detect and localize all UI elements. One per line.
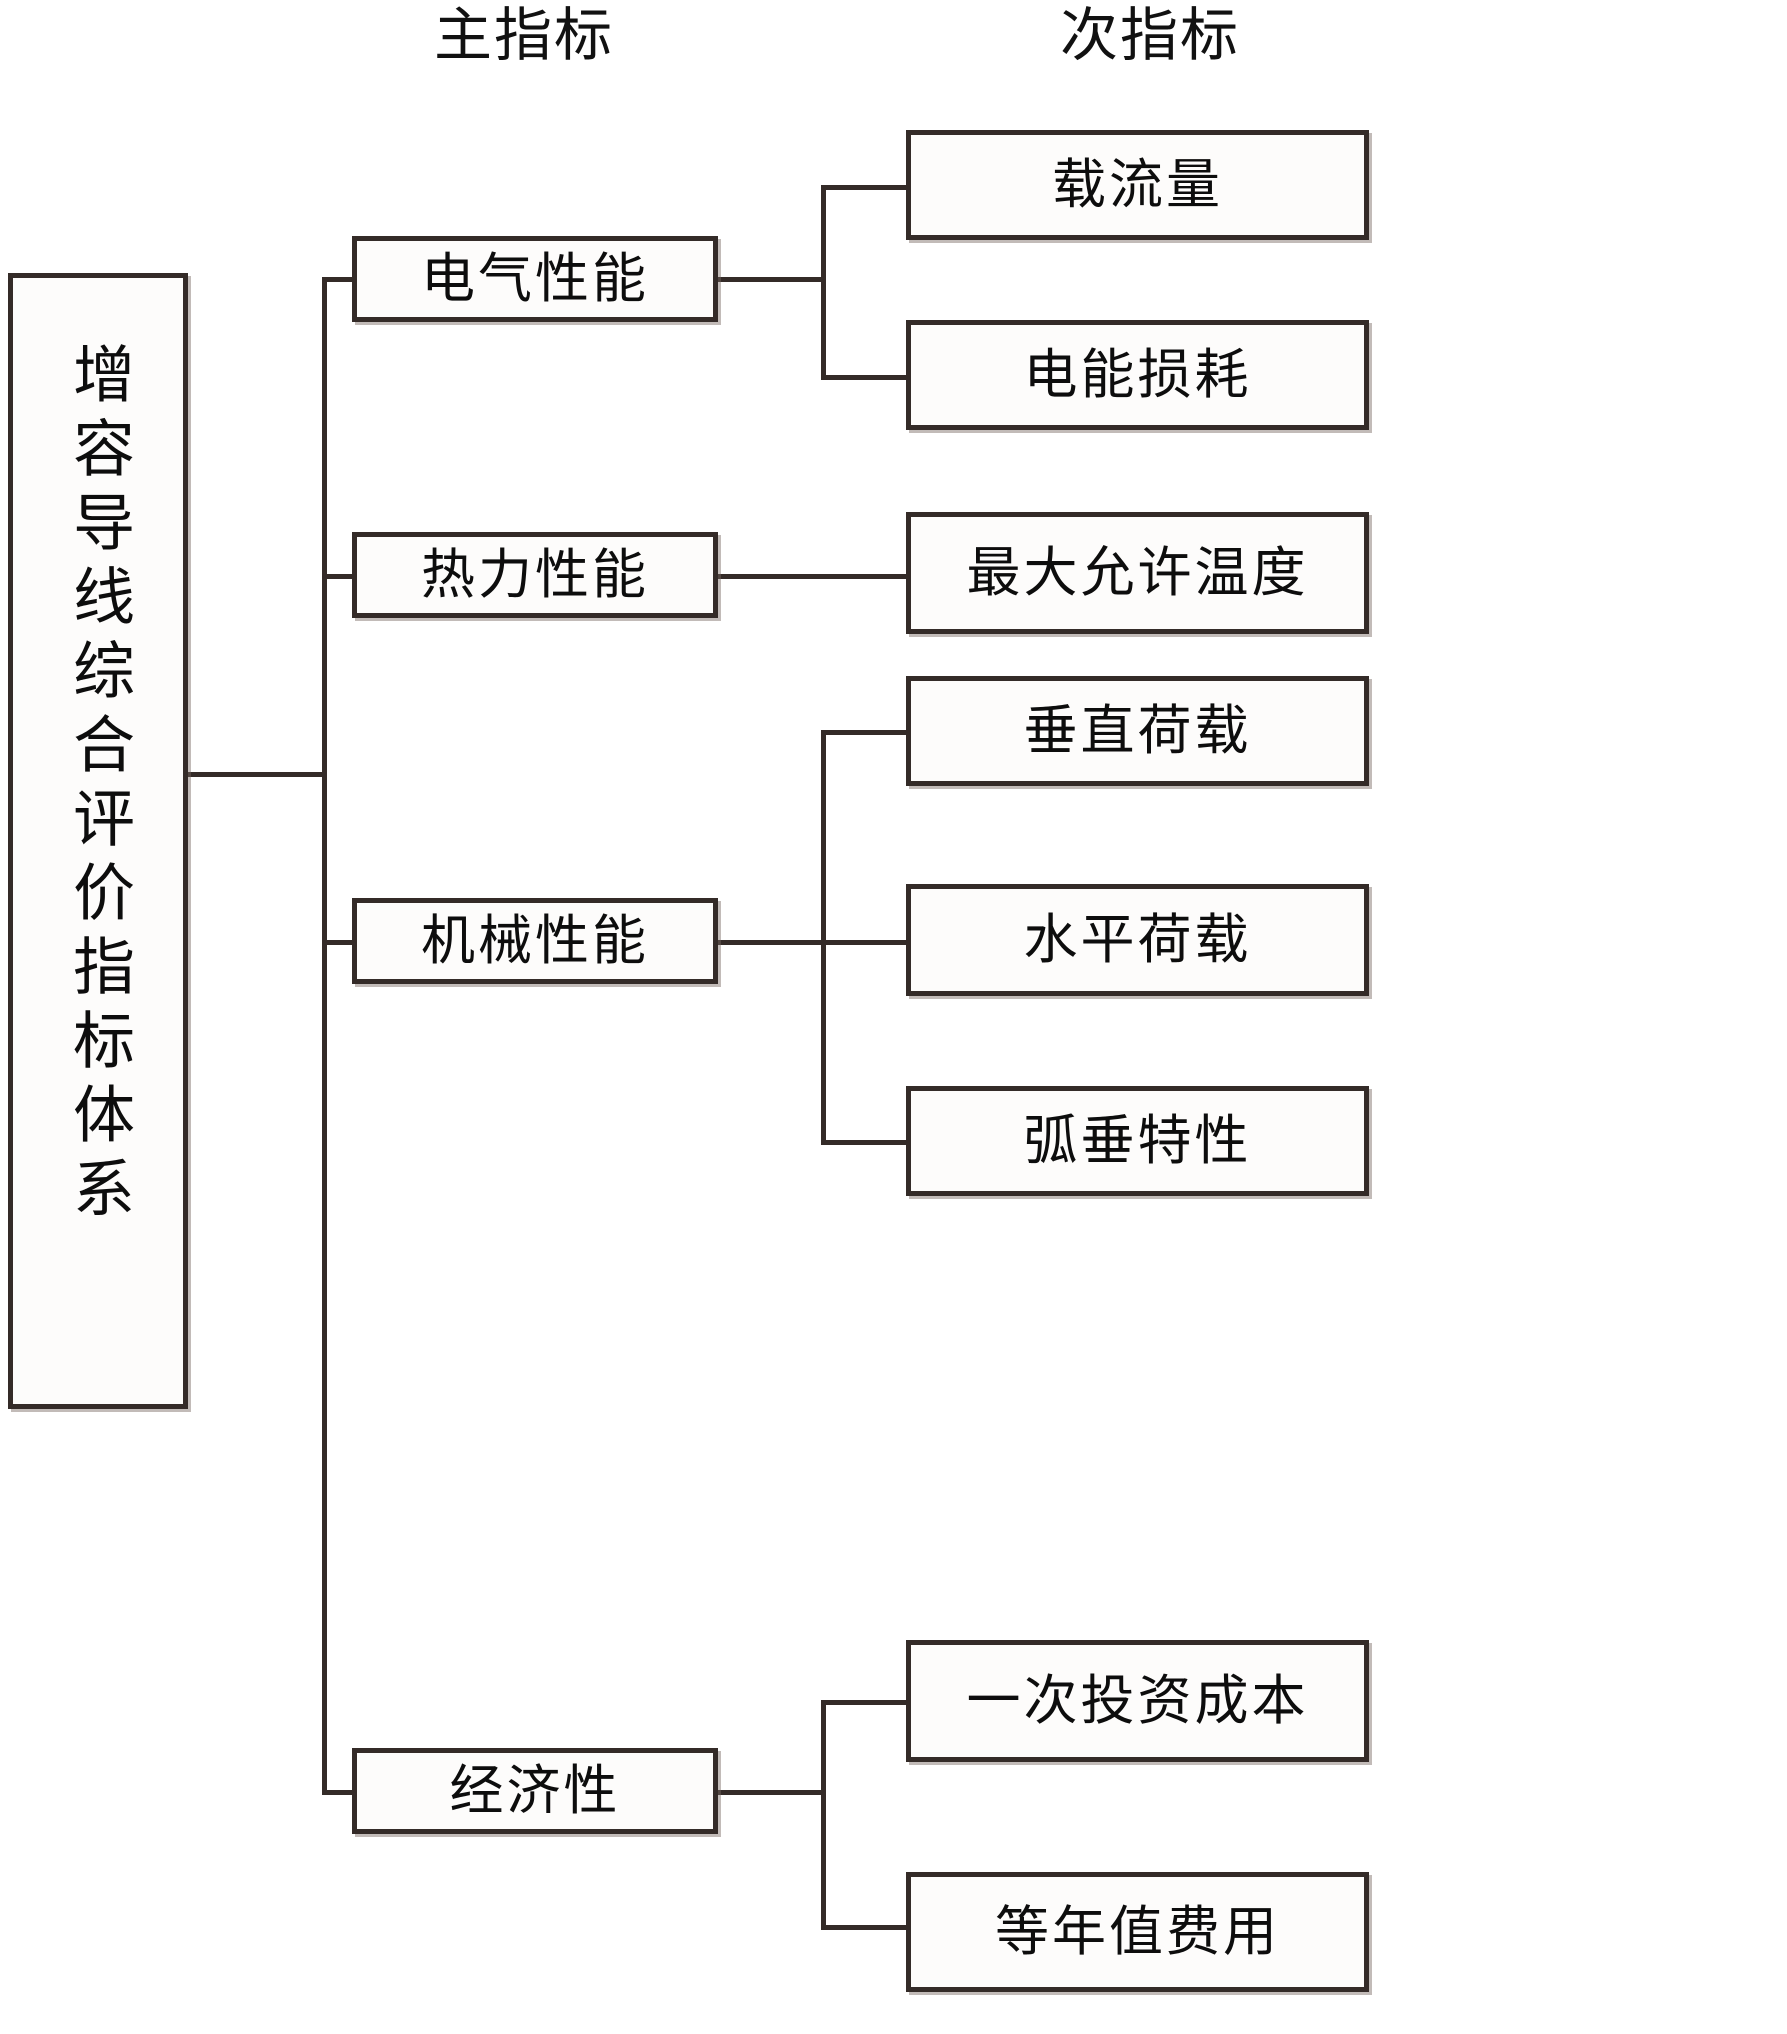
node-root-label: 增容导线综合评价指标体系 xyxy=(62,342,135,1230)
node-secondary-annualized-cost[interactable]: 等年值费用 xyxy=(906,1872,1369,1992)
node-root[interactable]: 增容导线综合评价指标体系 xyxy=(8,273,188,1409)
column-header-primary: 主指标 xyxy=(434,1,615,69)
connector-mechanical-stub xyxy=(716,940,826,945)
connector-spine-to-mechanical xyxy=(322,940,358,945)
connector-electrical-spine xyxy=(821,185,826,380)
node-secondary-sag-characteristic[interactable]: 弧垂特性 xyxy=(906,1086,1369,1196)
node-primary-electrical-label: 电气性能 xyxy=(421,247,649,311)
node-secondary-ampacity[interactable]: 载流量 xyxy=(906,130,1369,240)
connector-thermal-to-maxtemp xyxy=(716,574,916,579)
connector-economic-spine xyxy=(821,1700,826,1930)
connector-mechanical-to-sag xyxy=(821,1140,911,1145)
node-secondary-vertical-load-label: 垂直荷载 xyxy=(1023,699,1252,763)
node-secondary-power-loss-label: 电能损耗 xyxy=(1023,343,1252,407)
node-secondary-max-temperature-label: 最大允许温度 xyxy=(966,541,1309,605)
connector-economic-to-annual-cost xyxy=(821,1925,911,1930)
connector-mechanical-to-vertical-load xyxy=(821,730,911,735)
connector-mechanical-spine xyxy=(821,730,826,1145)
connector-economic-stub xyxy=(716,1790,826,1795)
node-secondary-ampacity-label: 载流量 xyxy=(1052,153,1223,217)
connector-electrical-stub xyxy=(716,277,826,282)
node-secondary-horizontal-load[interactable]: 水平荷载 xyxy=(906,884,1369,996)
node-secondary-vertical-load[interactable]: 垂直荷载 xyxy=(906,676,1369,786)
node-secondary-horizontal-load-label: 水平荷载 xyxy=(1023,908,1252,972)
connector-spine-to-thermal xyxy=(322,574,358,579)
connector-electrical-to-ampacity xyxy=(821,185,911,190)
node-secondary-max-temperature[interactable]: 最大允许温度 xyxy=(906,512,1369,634)
node-primary-thermal[interactable]: 热力性能 xyxy=(352,532,718,618)
connector-electrical-to-loss xyxy=(821,375,911,380)
node-primary-electrical[interactable]: 电气性能 xyxy=(352,236,718,322)
node-primary-thermal-label: 热力性能 xyxy=(421,543,649,607)
node-secondary-annualized-cost-label: 等年值费用 xyxy=(995,1900,1280,1964)
node-primary-economic-label: 经济性 xyxy=(449,1759,621,1823)
node-primary-economic[interactable]: 经济性 xyxy=(352,1748,718,1834)
node-primary-mechanical-label: 机械性能 xyxy=(421,909,649,973)
node-secondary-sag-characteristic-label: 弧垂特性 xyxy=(1023,1109,1252,1173)
node-secondary-power-loss[interactable]: 电能损耗 xyxy=(906,320,1369,430)
connector-primary-spine xyxy=(322,277,327,1795)
connector-root-stub xyxy=(185,772,327,777)
node-primary-mechanical[interactable]: 机械性能 xyxy=(352,898,718,984)
connector-economic-to-capex xyxy=(821,1700,911,1705)
connector-spine-to-electrical xyxy=(322,277,358,282)
connector-mechanical-to-horizontal-load xyxy=(821,940,911,945)
node-secondary-initial-investment[interactable]: 一次投资成本 xyxy=(906,1640,1369,1762)
column-header-secondary: 次指标 xyxy=(1060,1,1241,69)
connector-spine-to-economic xyxy=(322,1790,358,1795)
node-secondary-initial-investment-label: 一次投资成本 xyxy=(966,1669,1309,1733)
